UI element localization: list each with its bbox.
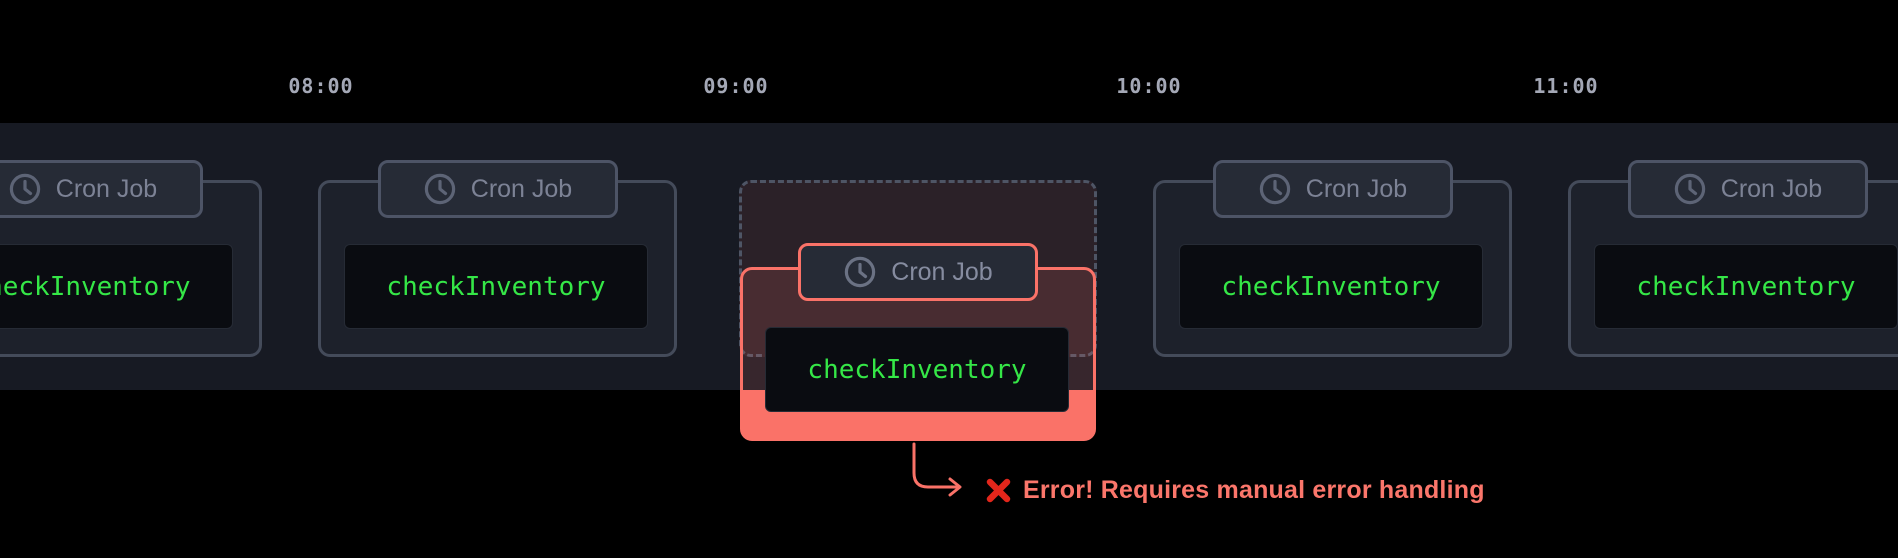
clock-icon [845, 256, 876, 288]
function-name-label: checkInventory [807, 354, 1027, 385]
cron-job-chip-label: Cron Job [1305, 174, 1408, 203]
function-name-label: checkInventory [386, 271, 606, 302]
cross-mark-icon [986, 478, 1011, 502]
cron-job-chip-label: Cron Job [55, 174, 158, 203]
clock-icon [1674, 173, 1705, 205]
cron-job-chip: Cron Job [0, 160, 203, 218]
cron-job-card: Cron Job checkInventory [318, 160, 677, 357]
cron-job-chip: Cron Job [1627, 160, 1868, 218]
time-tick: 11:00 [1533, 74, 1599, 98]
clock-icon [424, 173, 455, 205]
error-connector-arrow [912, 442, 962, 497]
time-tick: 09:00 [703, 74, 769, 98]
function-box: checkInventory [344, 244, 648, 329]
cron-job-chip: Cron Job [377, 160, 618, 218]
clock-icon [1259, 173, 1290, 205]
cron-job-chip-label: Cron Job [891, 257, 993, 286]
error-annotation: Error! Requires manual error handling [985, 474, 1485, 506]
function-box: checkInventory [0, 244, 233, 329]
function-box: checkInventory [1179, 244, 1483, 329]
time-tick: 08:00 [288, 74, 354, 98]
time-tick: 10:00 [1116, 74, 1182, 98]
cron-job-chip: Cron Job [1212, 160, 1453, 218]
error-message: Error! Requires manual error handling [1023, 475, 1485, 504]
cron-job-chip-label: Cron Job [1720, 174, 1823, 203]
function-name-label: checkInventory [1636, 271, 1856, 302]
clock-icon [9, 173, 40, 205]
function-box: checkInventory [765, 327, 1069, 412]
function-name-label: checkInventory [0, 271, 191, 302]
cron-job-card: Cron Job checkInventory [0, 160, 262, 357]
cron-job-card-error: Cron Job checkInventory [740, 243, 1096, 441]
cron-job-card: Cron Job checkInventory [1568, 160, 1898, 357]
function-name-label: checkInventory [1221, 271, 1441, 302]
function-box: checkInventory [1594, 244, 1898, 329]
cron-job-chip: Cron Job [798, 243, 1038, 301]
cron-job-card: Cron Job checkInventory [1153, 160, 1512, 357]
cron-job-chip-label: Cron Job [470, 174, 573, 203]
